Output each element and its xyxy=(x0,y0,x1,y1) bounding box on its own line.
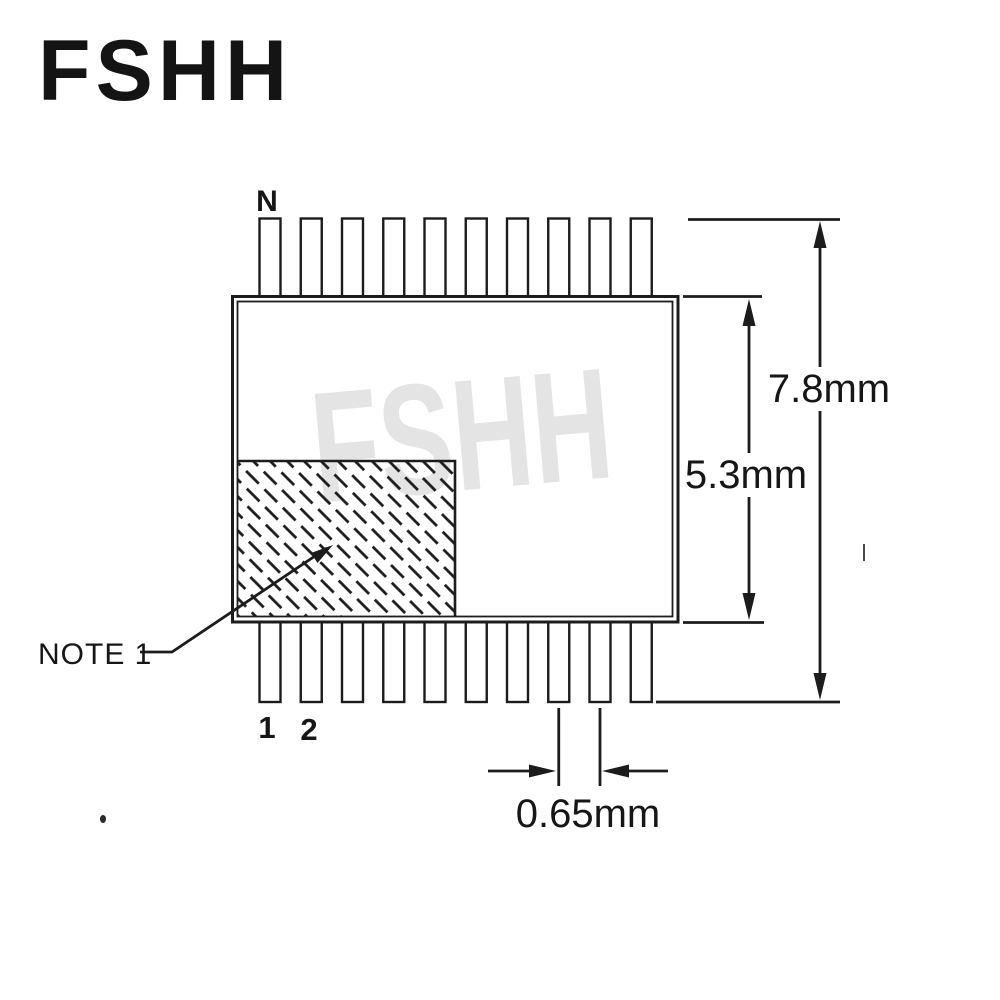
pin xyxy=(299,620,323,704)
bottom-pins-group xyxy=(258,620,653,704)
pin xyxy=(547,620,571,704)
arrow-down-icon xyxy=(813,673,827,700)
note1-leader xyxy=(140,545,333,654)
stray-dot-mark xyxy=(100,815,106,823)
pin xyxy=(382,620,406,704)
arrow-up-icon xyxy=(813,221,827,248)
pin xyxy=(505,217,530,299)
pin xyxy=(505,620,530,704)
note1-hatched-region xyxy=(237,460,455,617)
note1-label: NOTE 1 xyxy=(38,638,153,671)
top-pins-group xyxy=(258,217,653,299)
note1-region-border xyxy=(237,459,457,617)
pin xyxy=(629,217,653,299)
pin-1-label: 1 xyxy=(258,710,276,745)
pin xyxy=(588,620,612,704)
pin xyxy=(340,217,365,299)
dimension-0-65mm-lines xyxy=(488,708,668,786)
pin xyxy=(423,620,447,704)
pin xyxy=(258,217,282,299)
arrow-down-icon xyxy=(742,593,756,620)
pin xyxy=(382,217,406,299)
pin xyxy=(464,620,488,704)
arrow-left-icon xyxy=(602,764,629,778)
pin xyxy=(547,217,571,299)
dimension-7-8mm-lines xyxy=(656,218,840,704)
brand-logo: FSHH xyxy=(38,23,293,119)
note1-leader-arrowhead xyxy=(311,545,333,563)
arrow-up-icon xyxy=(742,299,756,326)
stray-tick-mark xyxy=(863,544,865,561)
overall-height-dimension-label: 7.8mm xyxy=(762,367,896,411)
pin-pitch-dimension-label: 0.65mm xyxy=(511,792,665,836)
pin xyxy=(464,217,488,299)
pin xyxy=(340,620,365,704)
pin xyxy=(258,620,282,704)
pin xyxy=(299,217,323,299)
pin xyxy=(629,620,653,704)
dimension-5-3mm-lines xyxy=(683,295,764,624)
pin-n-label: N xyxy=(256,185,278,218)
body-height-dimension-label: 5.3mm xyxy=(680,453,812,497)
pin xyxy=(423,217,447,299)
arrow-right-icon xyxy=(529,764,556,778)
pin-2-label: 2 xyxy=(300,712,318,747)
pin xyxy=(588,217,612,299)
